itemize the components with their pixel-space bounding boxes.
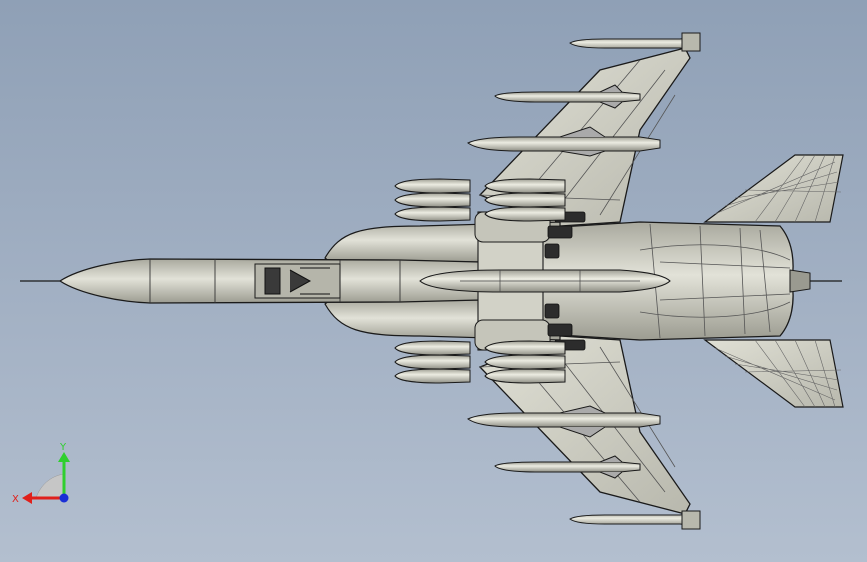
forward-fuselage-panel-lines	[149, 259, 401, 303]
coordinate-triad: Y X	[12, 442, 70, 505]
right-stabilizer-lines	[714, 339, 842, 408]
upper-bomb-cluster	[394, 178, 566, 222]
nose-gear-struts	[264, 267, 330, 295]
x-axis-label: X	[12, 494, 19, 505]
left-stabilizer-lines	[714, 154, 842, 223]
lower-bomb-cluster	[394, 340, 566, 384]
belly-fuel-tank-seams	[460, 270, 640, 292]
upper-wing-missiles	[467, 32, 701, 157]
y-axis-label: Y	[59, 442, 67, 453]
triad-plane-icon	[35, 473, 65, 499]
lower-wing-missiles	[467, 405, 701, 530]
exhaust-nozzle	[789, 269, 811, 293]
z-axis-dot-icon	[59, 493, 69, 503]
